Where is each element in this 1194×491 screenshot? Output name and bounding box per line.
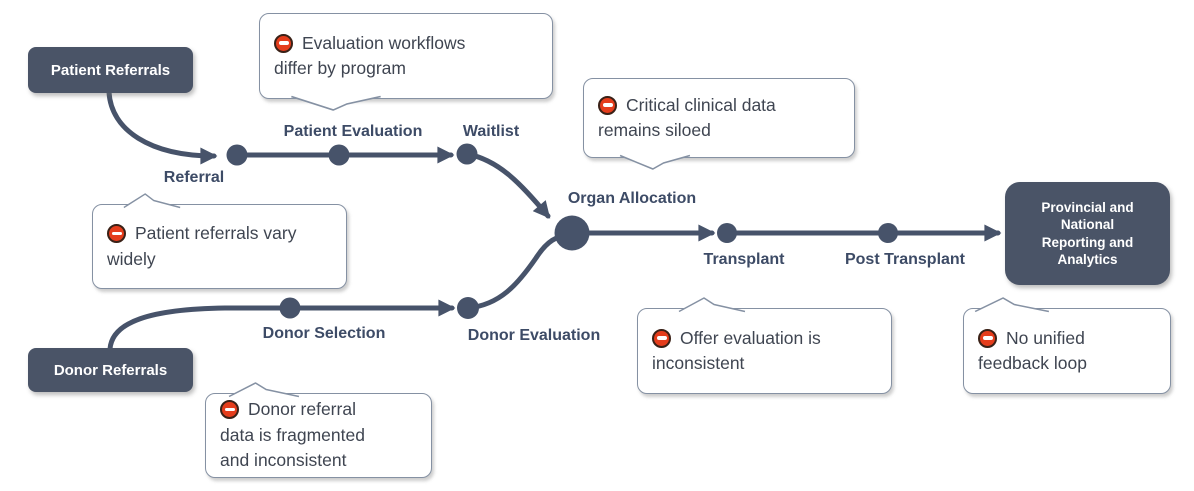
callout-critical-clinical-data: Critical clinical data remains siloed — [583, 78, 855, 170]
donor-referrals-label: Donor Referrals — [53, 361, 168, 379]
no-entry-icon — [598, 95, 617, 115]
callout-line: Offer evaluation is — [652, 326, 881, 352]
no-entry-icon — [652, 328, 671, 348]
callout-tail-up-icon — [228, 381, 300, 397]
callout-line: inconsistent — [652, 353, 745, 373]
callout-evaluation-workflows: Evaluation workflows differ by program — [259, 13, 553, 111]
callout-offer-evaluation: Offer evaluation is inconsistent — [637, 296, 892, 394]
callout-patient-referrals-vary: Patient referrals vary widely — [92, 192, 347, 289]
node-donor-evaluation — [457, 297, 479, 319]
no-entry-icon — [220, 400, 239, 420]
stage-label-patient-evaluation: Patient Evaluation — [283, 123, 423, 140]
callout-donor-referral-data: Donor referral data is fragmented and in… — [205, 381, 432, 478]
node-waitlist — [456, 143, 478, 165]
callout-line: widely — [107, 248, 156, 269]
stage-label-transplant: Transplant — [703, 251, 785, 268]
node-patient-evaluation — [328, 144, 350, 166]
callout-text: Donor referral — [248, 399, 356, 420]
no-entry-icon — [274, 33, 293, 53]
callout-tail-up-icon — [974, 296, 1050, 312]
callout-tail-down-icon — [619, 154, 691, 170]
stage-label-donor-evaluation: Donor Evaluation — [467, 327, 601, 344]
stage-label-waitlist: Waitlist — [462, 123, 520, 140]
callout-line: No unified — [978, 326, 1160, 352]
donor-referrals-box: Donor Referrals — [28, 348, 193, 392]
node-donor-selection — [279, 297, 301, 319]
callout-text: Critical clinical data — [626, 94, 776, 115]
callout-tail-down-icon — [290, 95, 381, 111]
edge-waitlist-to-organ-allocation — [464, 151, 551, 219]
callout-line: Evaluation workflows — [274, 31, 542, 57]
callout-line: data is fragmented — [220, 424, 365, 445]
callout-line: differ by program — [274, 58, 406, 78]
stage-label-organ-allocation: Organ Allocation — [567, 190, 697, 207]
callout-line: Critical clinical data — [598, 93, 844, 119]
stage-label-post-transplant: Post Transplant — [844, 251, 966, 268]
node-organ-allocation — [554, 215, 590, 251]
callout-tail-up-icon — [678, 296, 746, 312]
edge-donor-referrals-to-donor-selection — [107, 305, 293, 352]
node-post-transplant — [878, 223, 898, 243]
callout-tail-up-icon — [123, 192, 181, 208]
node-referral — [226, 144, 248, 166]
reporting-analytics-box: Provincial and National Reporting and An… — [1005, 182, 1170, 285]
reporting-analytics-label: Provincial and National Reporting and An… — [1041, 199, 1134, 268]
callout-text: Offer evaluation is — [680, 327, 821, 348]
callout-line: remains siloed — [598, 120, 711, 140]
callout-text: No unified — [1006, 327, 1085, 348]
edge-patient-referrals-to-referral — [106, 89, 218, 165]
node-transplant — [717, 223, 737, 243]
callout-line: and inconsistent — [220, 450, 347, 471]
callout-no-unified-feedback: No unified feedback loop — [963, 296, 1171, 394]
callout-line: Patient referrals vary — [107, 221, 336, 247]
stage-label-referral: Referral — [163, 169, 225, 186]
no-entry-icon — [107, 224, 126, 243]
stage-label-donor-selection: Donor Selection — [262, 325, 386, 342]
callout-text: Patient referrals vary — [135, 223, 297, 243]
patient-referrals-box: Patient Referrals — [28, 47, 193, 93]
callout-text: Evaluation workflows — [302, 32, 466, 53]
patient-referrals-label: Patient Referrals — [50, 61, 171, 79]
no-entry-icon — [978, 328, 997, 348]
callout-line: Donor referral — [220, 397, 421, 423]
callout-line: feedback loop — [978, 353, 1087, 373]
edge-donor-evaluation-to-organ-allocation — [465, 231, 573, 311]
